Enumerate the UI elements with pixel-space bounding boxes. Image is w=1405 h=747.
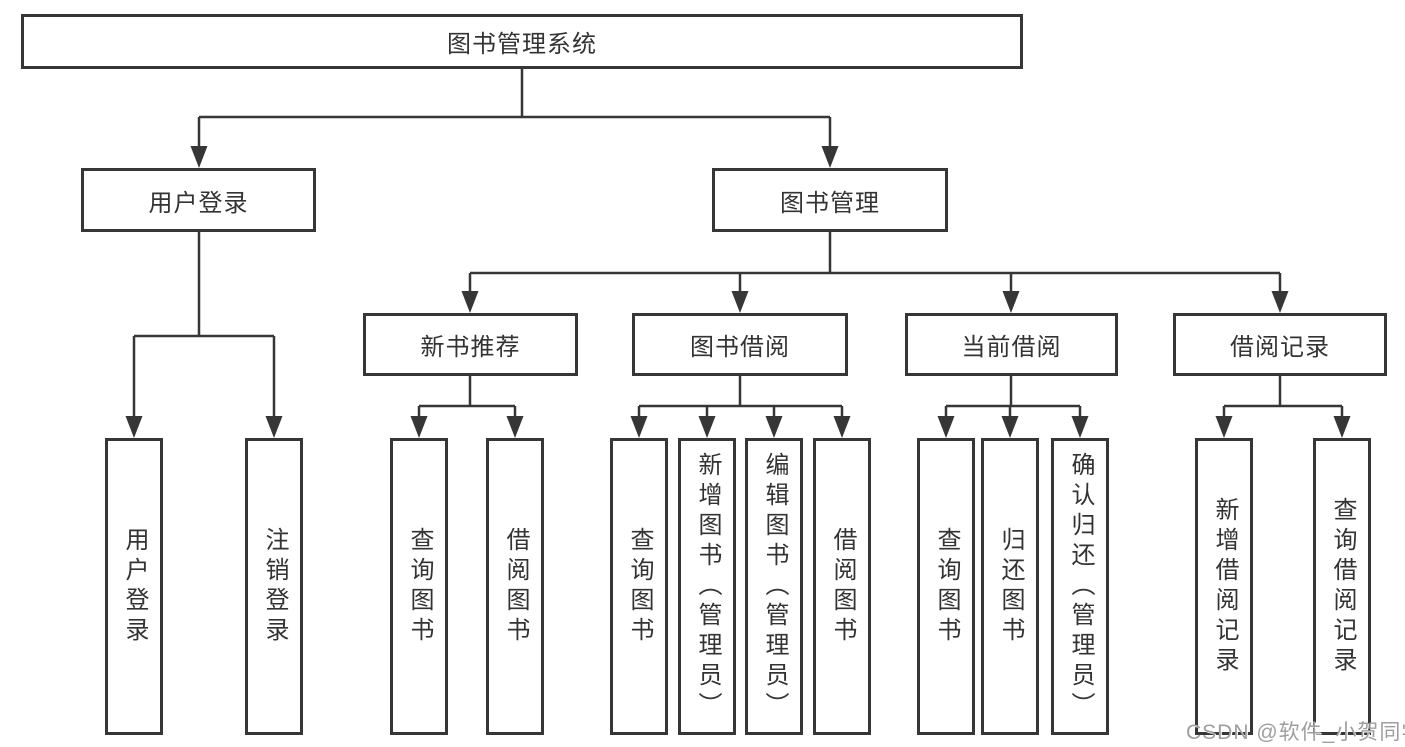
leaf-newbooks-query: 查询图书 bbox=[390, 438, 448, 735]
node-new-books: 新书推荐 bbox=[363, 313, 578, 376]
leaf-current-return-label: 归还图书 bbox=[997, 526, 1024, 647]
node-book-mgmt-label: 图书管理 bbox=[780, 189, 880, 217]
node-user-login: 用户登录 bbox=[81, 168, 316, 232]
node-current-borrow-label: 当前借阅 bbox=[961, 334, 1062, 361]
leaf-borrow-query: 查询图书 bbox=[610, 438, 668, 735]
node-current-borrow: 当前借阅 bbox=[905, 313, 1118, 376]
leaf-current-query-label: 查询图书 bbox=[933, 526, 960, 647]
csdn-watermark: CSDN @软件_小贺同学 bbox=[1186, 721, 1405, 744]
leaf-records-query: 查询借阅记录 bbox=[1313, 438, 1371, 735]
node-root: 图书管理系统 bbox=[21, 14, 1023, 69]
leaf-user-login-label: 用户登录 bbox=[121, 526, 148, 647]
node-book-borrow-label: 图书借阅 bbox=[690, 334, 790, 361]
node-root-label: 图书管理系统 bbox=[447, 31, 597, 58]
node-borrow-records-label: 借阅记录 bbox=[1230, 334, 1330, 361]
leaf-newbooks-borrow: 借阅图书 bbox=[486, 438, 544, 735]
leaf-borrow-query-label: 查询图书 bbox=[626, 526, 653, 647]
node-book-mgmt: 图书管理 bbox=[712, 168, 948, 232]
leaf-newbooks-borrow-label: 借阅图书 bbox=[502, 526, 529, 647]
connector-paths bbox=[132, 69, 1344, 418]
leaf-borrow-add-label: 新增图书（管理员） bbox=[694, 451, 721, 722]
leaf-records-add: 新增借阅记录 bbox=[1195, 438, 1253, 735]
node-book-borrow: 图书借阅 bbox=[632, 313, 848, 376]
leaf-current-query: 查询图书 bbox=[917, 438, 975, 735]
leaf-borrow-edit-label: 编辑图书（管理员） bbox=[761, 451, 788, 722]
leaf-newbooks-query-label: 查询图书 bbox=[406, 526, 433, 647]
leaf-records-query-label: 查询借阅记录 bbox=[1329, 496, 1356, 677]
leaf-user-login: 用户登录 bbox=[105, 438, 163, 735]
leaf-current-confirm: 确认归还（管理员） bbox=[1051, 438, 1109, 735]
leaf-current-return: 归还图书 bbox=[981, 438, 1039, 735]
node-borrow-records: 借阅记录 bbox=[1173, 313, 1387, 376]
arrowheads bbox=[125, 146, 1351, 438]
leaf-logout: 注销登录 bbox=[245, 438, 303, 735]
leaf-logout-label: 注销登录 bbox=[261, 526, 288, 647]
leaf-borrow-add: 新增图书（管理员） bbox=[678, 438, 736, 735]
leaf-borrow-edit: 编辑图书（管理员） bbox=[745, 438, 803, 735]
leaf-borrow-borrow: 借阅图书 bbox=[813, 438, 871, 735]
leaf-current-confirm-label: 确认归还（管理员） bbox=[1067, 451, 1094, 722]
node-new-books-label: 新书推荐 bbox=[420, 334, 521, 361]
leaf-records-add-label: 新增借阅记录 bbox=[1211, 496, 1238, 677]
leaf-borrow-borrow-label: 借阅图书 bbox=[829, 526, 856, 647]
node-user-login-label: 用户登录 bbox=[148, 189, 249, 217]
